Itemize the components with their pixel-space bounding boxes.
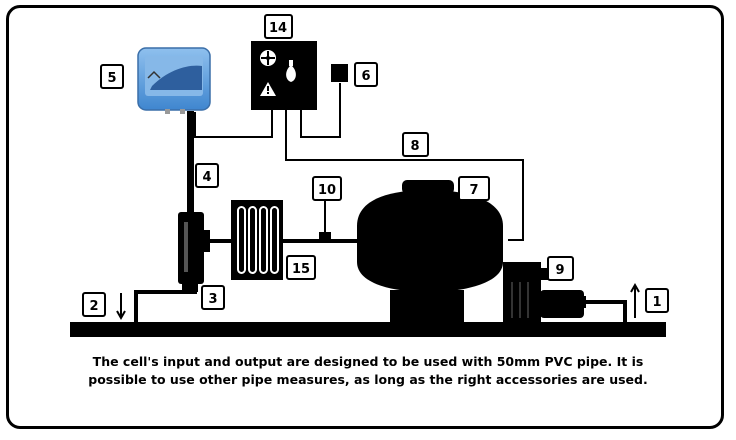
caption-line-2: possible to use other pipe measures, as … [88, 372, 648, 387]
label-14: 14 [269, 21, 287, 36]
sensor-probe [319, 200, 331, 242]
sand-filter [357, 180, 503, 324]
wire-controller-to-box [194, 110, 273, 138]
control-box [251, 41, 317, 110]
label-3: 3 [208, 292, 217, 307]
label-2: 2 [89, 299, 98, 314]
pipe-pump-to-outlet [585, 300, 627, 322]
label-15: 15 [292, 262, 310, 277]
wire-box-to-sensor [300, 83, 341, 138]
label-1: 1 [652, 295, 661, 310]
chlorinator-controller [137, 47, 211, 114]
caption-line-1: The cell's input and output are designed… [92, 354, 644, 369]
label-4: 4 [202, 170, 211, 185]
warning-icon [260, 82, 276, 96]
label-5: 5 [107, 71, 116, 86]
label-6: 6 [361, 69, 370, 84]
salt-cell [178, 212, 210, 292]
ground-slab [70, 322, 666, 337]
wires [194, 83, 524, 241]
label-7: 7 [469, 183, 478, 198]
label-9: 9 [555, 263, 564, 278]
flow-arrow-out [630, 282, 640, 318]
pump [503, 262, 586, 322]
flow-arrow-in [116, 293, 126, 321]
flame-icon [286, 60, 296, 82]
wire-box-to-pump [285, 110, 524, 241]
pipe-inlet [134, 290, 197, 322]
caption: The cell's input and output are designed… [0, 353, 736, 389]
flow-sensor [331, 64, 348, 82]
label-10: 10 [318, 183, 336, 198]
heat-exchanger [231, 200, 283, 280]
label-8: 8 [410, 139, 419, 154]
fan-icon [260, 50, 276, 66]
cell-cable [187, 111, 194, 214]
outer-frame [6, 5, 724, 429]
